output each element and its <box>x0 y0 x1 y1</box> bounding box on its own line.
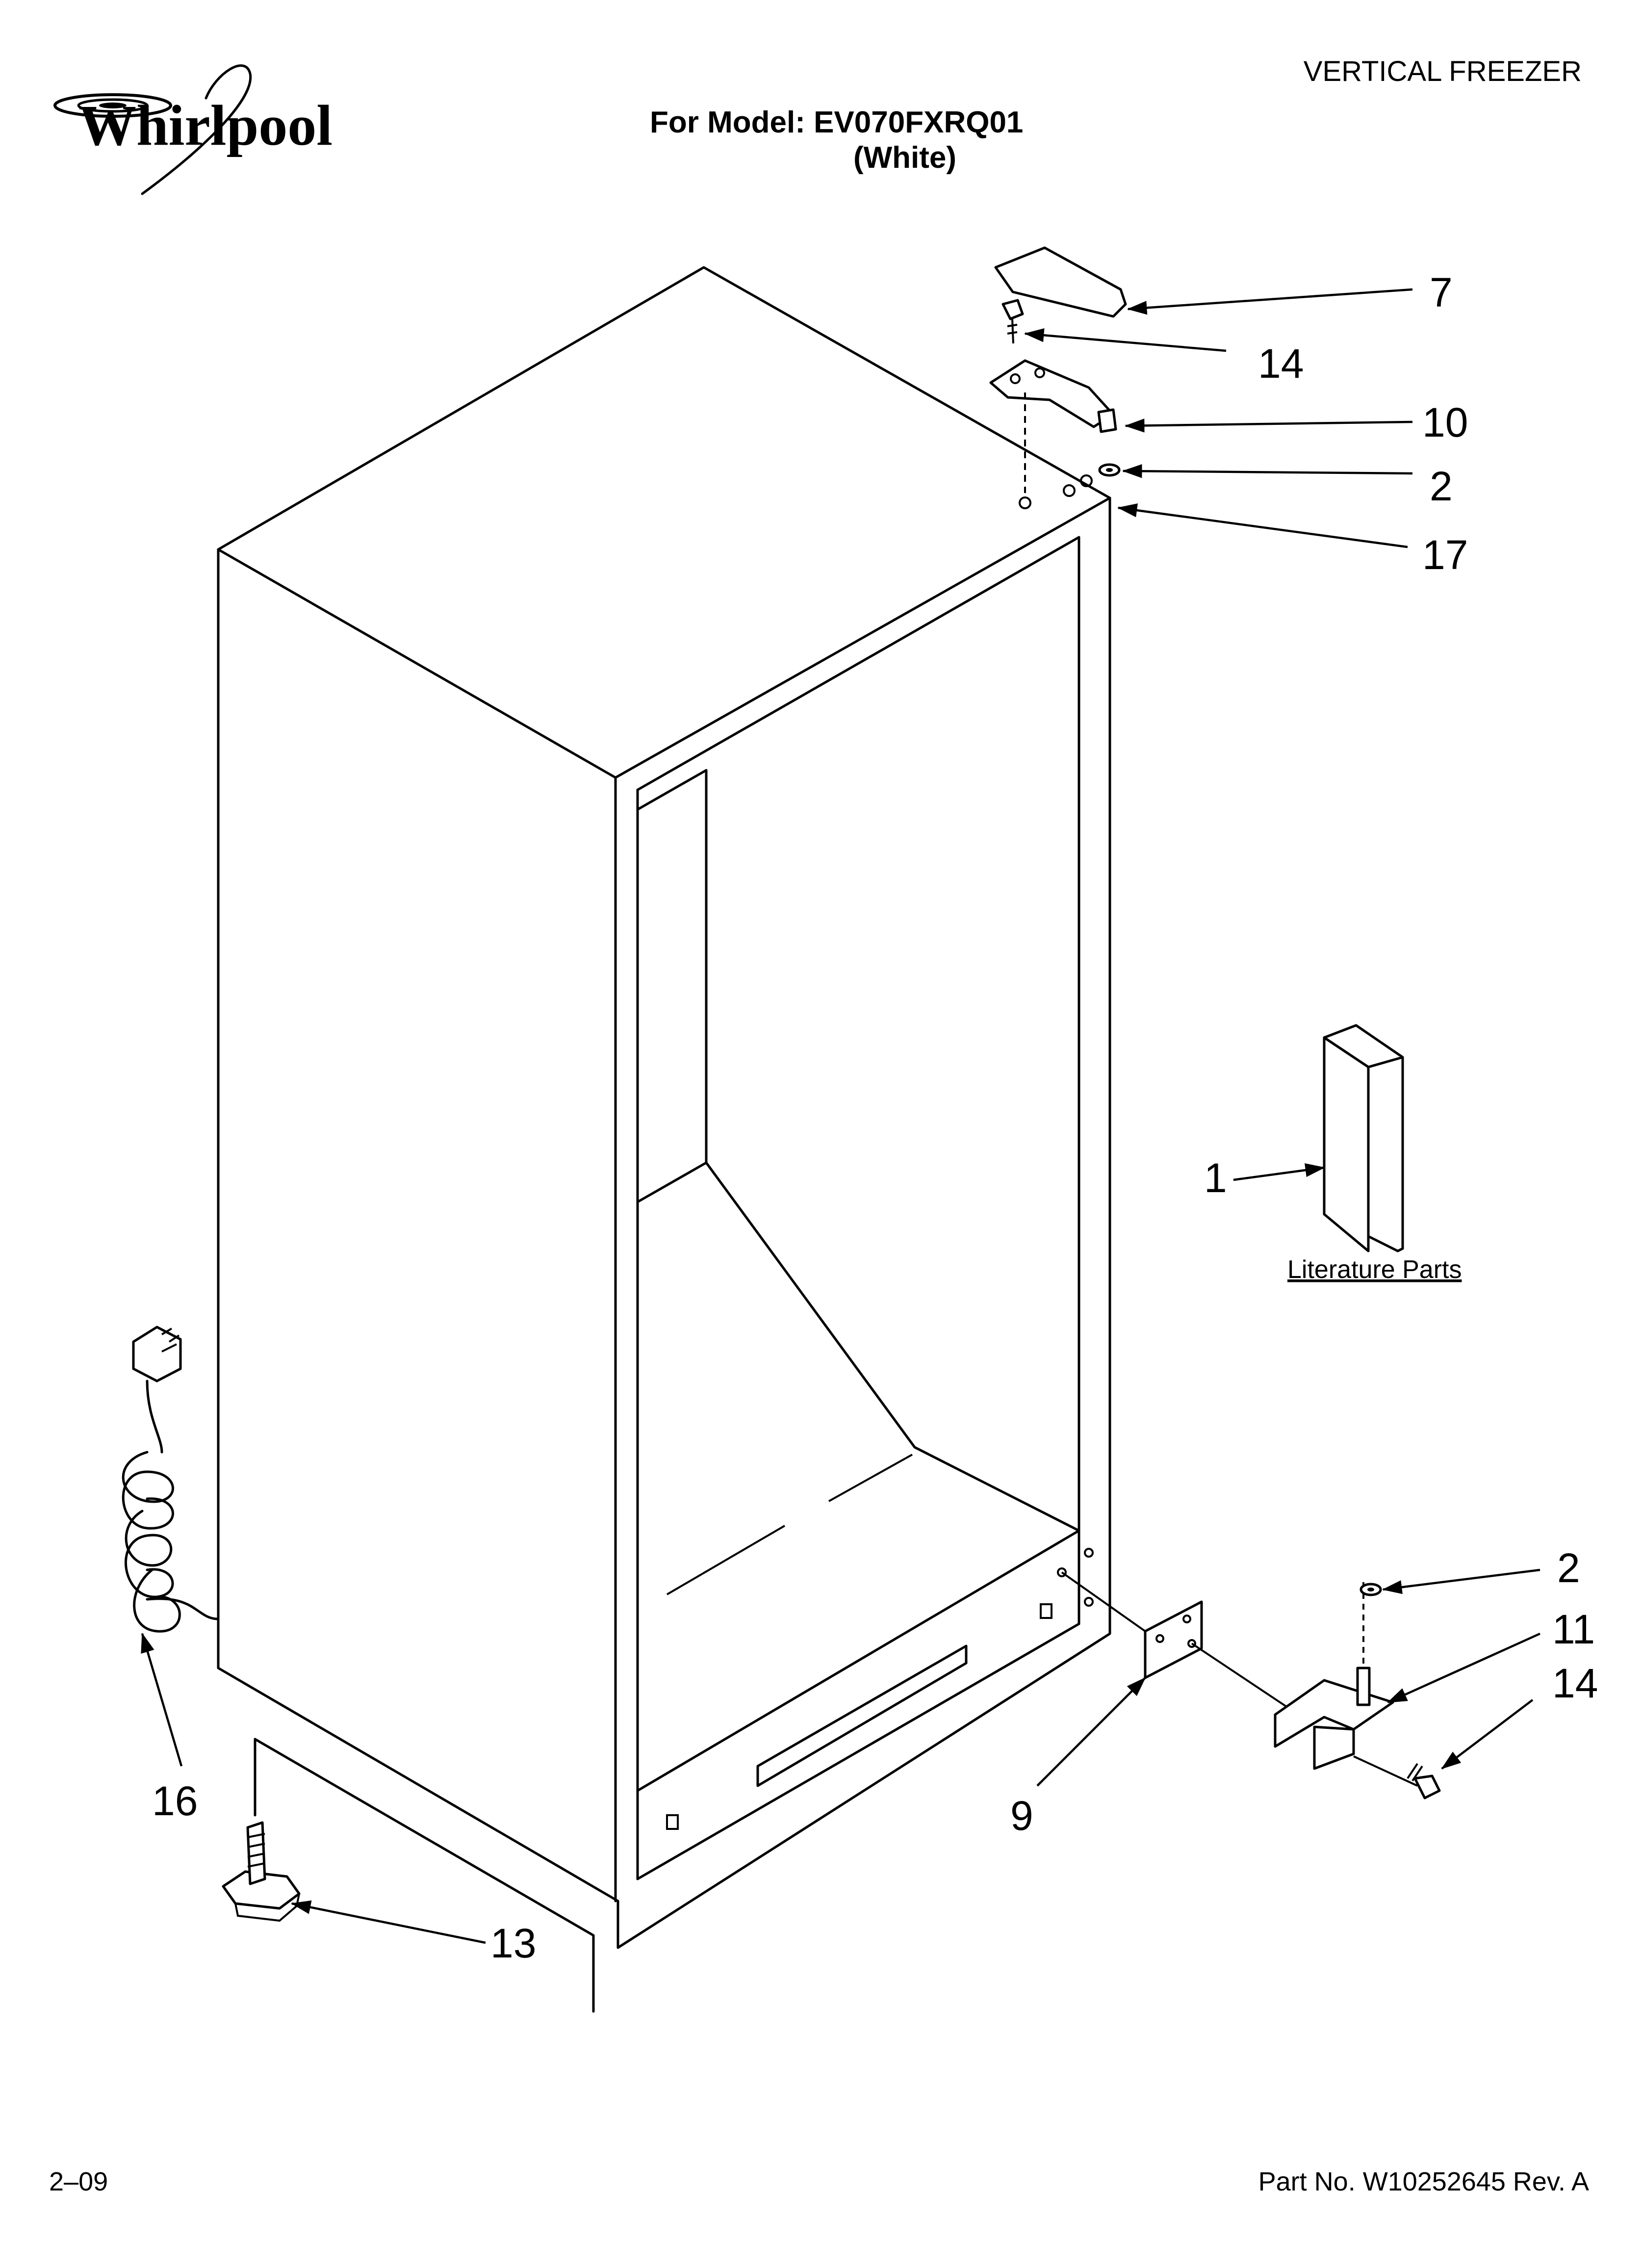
model-number: For Model: EV070FXRQ01 <box>650 105 1023 139</box>
model-color: (White) <box>853 141 956 175</box>
callout-2-top: 2 <box>1430 463 1453 509</box>
top-hinge-cover-part <box>994 246 1127 318</box>
literature-parts-label: Literature Parts <box>1287 1255 1462 1284</box>
callout-16: 16 <box>152 1778 198 1824</box>
callout-10: 10 <box>1422 399 1468 445</box>
top-hinge-bracket-part <box>989 359 1117 493</box>
callout-14-top: 14 <box>1258 340 1304 387</box>
top-hinge-washer-part <box>1098 463 1121 477</box>
callout-2-bottom: 2 <box>1557 1545 1580 1591</box>
bottom-hinge-screw-part <box>1353 1755 1441 1799</box>
brand-wordmark: Whirlpool <box>78 93 333 157</box>
callout-7: 7 <box>1430 269 1453 315</box>
freezer-cabinet <box>217 266 1111 2013</box>
callout-1: 1 <box>1204 1155 1227 1201</box>
callout-17: 17 <box>1422 532 1468 578</box>
top-hinge-screw-part <box>1001 299 1024 344</box>
whirlpool-logo: Whirlpool <box>53 64 333 195</box>
callout-11: 11 <box>1552 1606 1595 1652</box>
callout-13: 13 <box>490 1920 536 1966</box>
leveling-leg-part <box>222 1821 301 1922</box>
bottom-hinge-bracket-part <box>1274 1582 1394 1770</box>
callout-9: 9 <box>1010 1793 1033 1839</box>
callout-14-bottom: 14 <box>1552 1660 1598 1706</box>
part-number: Part No. W10252645 Rev. A <box>1258 2167 1589 2196</box>
revision-date: 2–09 <box>49 2167 108 2196</box>
category-title: VERTICAL FREEZER <box>1304 55 1582 87</box>
bottom-hinge-shim-part <box>1144 1600 1203 1679</box>
power-cord-part <box>122 1326 220 1633</box>
literature-parts-booklet <box>1323 1024 1404 1252</box>
bottom-hinge-washer-part <box>1360 1583 1382 1596</box>
